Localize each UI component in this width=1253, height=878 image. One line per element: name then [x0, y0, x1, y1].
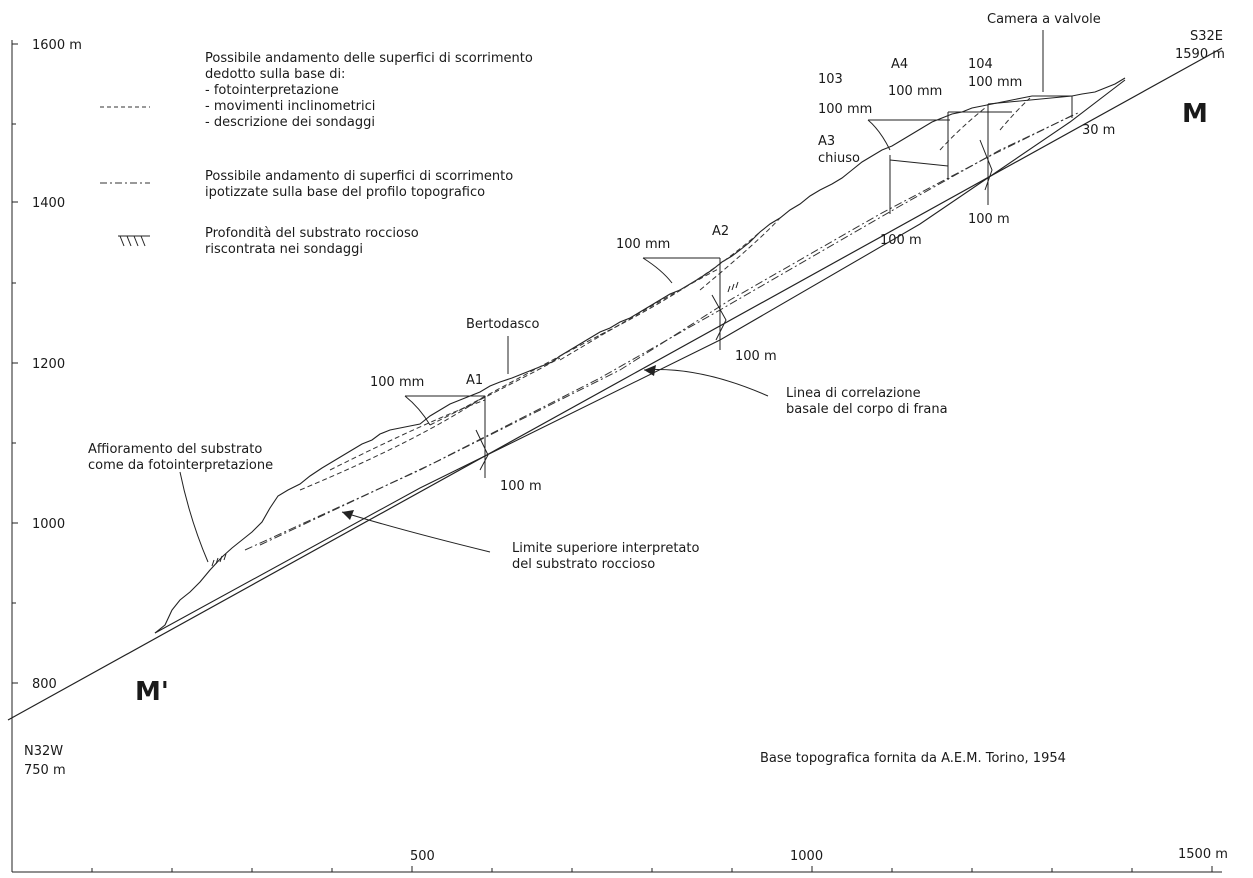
borehole-a2-label: A2 [712, 224, 729, 239]
legend-hatch-symbol [118, 235, 150, 247]
legend-item-1-line-4: - movimenti inclinometrici [205, 99, 375, 114]
slip-surface-dashdot-2 [259, 113, 1076, 546]
legend: Possibile andamento delle superfici di s… [100, 51, 533, 257]
section-end-left-mark: M' [135, 677, 169, 707]
camera-valvole-label: Camera a valvole [987, 12, 1101, 27]
bedrock-label-line-2: del substrato roccioso [512, 557, 655, 572]
borehole-a2-scale: 100 mm [616, 237, 670, 252]
borehole-104 [979, 95, 1073, 205]
distance-ticks [11, 866, 1213, 872]
elevation-label-1400: 1400 [32, 196, 65, 211]
left-end-direction: N32W [24, 744, 63, 759]
legend-item-1-line-3: - fotointerpretazione [205, 83, 339, 98]
right-end-direction: S32E [1190, 29, 1223, 44]
elevation-label-800: 800 [32, 677, 57, 692]
distance-label-500: 500 [410, 849, 435, 864]
outcrop-label-line-2: come da fotointerpretazione [88, 458, 273, 473]
arrowheads [342, 365, 656, 520]
bedrock-label-line-1: Limite superiore interpretato [512, 541, 699, 556]
right-end-elevation: 1590 m [1175, 47, 1225, 62]
borehole-a3 [867, 119, 950, 214]
leader-lines [179, 30, 1044, 563]
borehole-a4 [889, 111, 1012, 180]
legend-item-3-line-1: Profondità del substrato roccioso [205, 226, 419, 241]
section-end-right-mark: M [1182, 99, 1208, 129]
borehole-104-scale: 100 mm [968, 75, 1022, 90]
borehole-104-label: 104 [968, 57, 993, 72]
borehole-a1-scale: 100 mm [370, 375, 424, 390]
borehole-103-label: 103 [818, 72, 843, 87]
basal-line-label-1: Linea di correlazione [786, 386, 921, 401]
bedrock-hatch-marks [211, 281, 739, 567]
outcrop-label-line-1: Affioramento del substrato [88, 442, 262, 457]
legend-item-1-line-5: - descrizione dei sondaggi [205, 115, 375, 130]
legend-item-3-line-2: riscontrata nei sondaggi [205, 242, 363, 257]
elevation-ticks [12, 43, 18, 684]
bedrock-limit-line [154, 79, 1126, 634]
basal-line-label-2: basale del corpo di frana [786, 402, 948, 417]
legend-item-2-line-2: ipotizzate sulla base del profilo topogr… [205, 185, 485, 200]
source-note: Base topografica fornita da A.E.M. Torin… [760, 751, 1066, 766]
legend-item-2-line-1: Possibile andamento di superfici di scor… [205, 169, 513, 184]
distance-label-1000: 1000 [790, 849, 823, 864]
section-trace-line [7, 47, 1223, 721]
borehole-a2-depth: 100 m [735, 349, 777, 364]
bertodasco-label: Bertodasco [466, 317, 539, 332]
borehole-a1-depth: 100 m [500, 479, 542, 494]
borehole-a4-label: A4 [891, 57, 908, 72]
elevation-label-1600: 1600 m [32, 38, 82, 53]
borehole-a3-state: chiuso [818, 151, 860, 166]
borehole-a2 [642, 257, 727, 350]
borehole-a3-depth: 100 m [880, 233, 922, 248]
borehole-104-depth: 100 m [968, 212, 1010, 227]
distance-label-1500: 1500 m [1178, 847, 1228, 862]
left-end-elevation: 750 m [24, 763, 66, 778]
borehole-a1 [404, 395, 489, 478]
borehole-a4-scale: 100 mm [888, 84, 942, 99]
elevation-label-1200: 1200 [32, 357, 65, 372]
slip-surfaces-dashed [299, 97, 1031, 491]
top-depth-label: 30 m [1082, 123, 1115, 138]
legend-item-1-line-2: dedotto sulla base di: [205, 67, 345, 82]
legend-item-1-line-1: Possibile andamento delle superfici di s… [205, 51, 533, 66]
borehole-a3-scale: 100 mm [818, 102, 872, 117]
borehole-a1-label: A1 [466, 373, 483, 388]
borehole-a3-label: A3 [818, 134, 835, 149]
elevation-label-1000: 1000 [32, 517, 65, 532]
